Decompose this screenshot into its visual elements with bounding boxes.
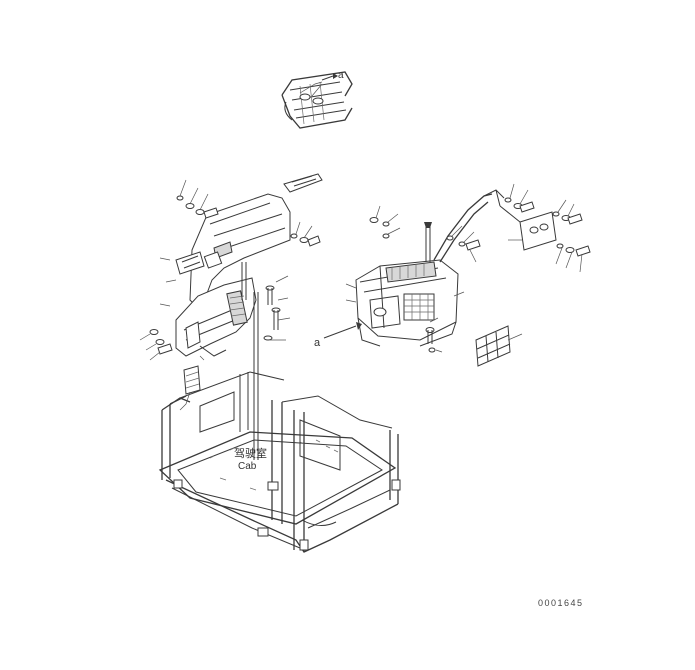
- drawing-number: 0001645: [538, 598, 584, 608]
- cab-frame: 驾驶室 Cab: [158, 371, 401, 553]
- cab-label-cn: 驾驶室: [234, 446, 267, 460]
- detail-view-a: a: [281, 70, 353, 129]
- bracket-right: [483, 189, 557, 251]
- ref-arrow-a: a: [314, 322, 362, 349]
- ref-label-left: a: [314, 337, 321, 349]
- upper-duct: [175, 173, 323, 307]
- cab-label-en: Cab: [238, 461, 257, 472]
- left-console: [175, 277, 257, 395]
- filter-element: [475, 325, 523, 367]
- fasteners: [139, 179, 591, 411]
- ac-unit: [355, 193, 493, 347]
- ref-label-top: a: [338, 70, 344, 81]
